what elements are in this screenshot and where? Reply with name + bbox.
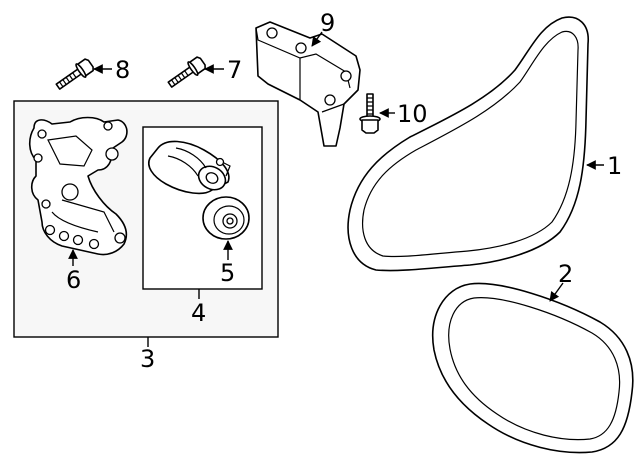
leader-2 (549, 282, 564, 302)
leader-9 (311, 31, 323, 47)
callout-4: 4 (191, 299, 206, 327)
drive-belt-part-1[interactable] (347, 16, 589, 272)
callout-7: 7 (227, 56, 242, 84)
callout-1: 1 (607, 152, 622, 180)
callout-10: 10 (397, 100, 428, 128)
callout-6: 6 (66, 266, 81, 294)
bolt-part-10[interactable] (359, 93, 381, 134)
tensioner-bracket-part-6[interactable] (28, 116, 128, 256)
tensioner-pulley[interactable] (148, 140, 231, 195)
bolt-part-7[interactable] (165, 55, 207, 91)
callout-3: 3 (140, 345, 155, 373)
callout-2: 2 (558, 260, 573, 288)
idler-pulley-part-5[interactable] (202, 196, 250, 240)
callout-8: 8 (115, 56, 130, 84)
callout-9: 9 (320, 9, 335, 37)
bolt-part-8[interactable] (53, 57, 95, 93)
accessory-belt-part-2[interactable] (432, 282, 634, 454)
callout-5: 5 (220, 259, 235, 287)
